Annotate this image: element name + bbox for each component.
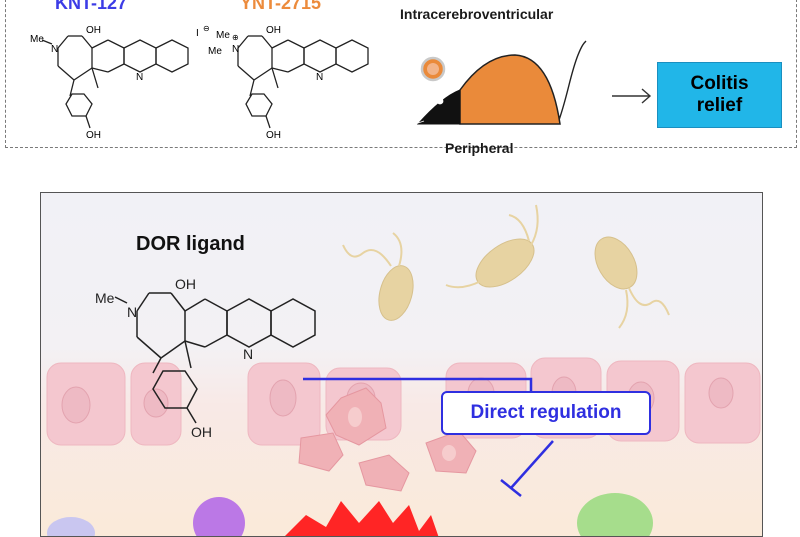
ring-nitrogen-label: N bbox=[136, 72, 143, 83]
inhibition-bar bbox=[500, 479, 522, 497]
phenol-label: OH bbox=[86, 130, 101, 141]
dor-phenol-label: OH bbox=[191, 424, 212, 440]
bacterium-2 bbox=[445, 204, 539, 289]
hydroxyl-label: OH bbox=[86, 25, 101, 36]
inflammation-burst bbox=[285, 501, 439, 536]
route-peripheral-label: Peripheral bbox=[445, 140, 514, 156]
bacterium-3 bbox=[594, 236, 670, 329]
mouse-illustration bbox=[409, 40, 587, 126]
bacterium-1 bbox=[342, 232, 414, 321]
immune-cell-1 bbox=[47, 517, 95, 536]
mouse-ear-inner bbox=[427, 63, 439, 75]
hydroxyl-label: OH bbox=[266, 25, 281, 36]
dor-ligand-title: DOR ligand bbox=[136, 233, 245, 255]
minus-charge-label: ⊖ bbox=[203, 24, 210, 33]
phenol-label: OH bbox=[266, 130, 281, 141]
mouse-body bbox=[459, 54, 561, 125]
top-panel bbox=[5, 0, 797, 148]
compound-label-knt127: KNT-127 bbox=[55, 0, 128, 13]
knt127-structure: Me N OH N OH bbox=[30, 25, 189, 141]
mouse-head bbox=[416, 89, 461, 125]
mouse-tail bbox=[557, 40, 587, 124]
compound-label-ynt2715: YNT-2715 bbox=[240, 0, 322, 13]
inhibition-arrow bbox=[510, 440, 554, 489]
outcome-box: Colitis relief bbox=[657, 62, 782, 128]
dor-hydroxyl-label: OH bbox=[175, 276, 196, 292]
dor-ring-nitrogen-label: N bbox=[243, 346, 253, 362]
arrow-icon bbox=[612, 88, 652, 104]
route-icv-label: Intracerebroventricular bbox=[400, 6, 554, 22]
dor-ligand-structure: Me N OH N OH bbox=[95, 276, 316, 440]
immune-cell-3 bbox=[577, 493, 653, 536]
outcome-line-2: relief bbox=[696, 95, 743, 116]
regulation-connector bbox=[303, 377, 533, 393]
gut-panel: Me N OH N OH DOR ligand Direct regulatio… bbox=[40, 192, 763, 537]
quaternary-nitrogen-label: N bbox=[232, 44, 239, 55]
direct-regulation-box: Direct regulation bbox=[441, 391, 651, 435]
plus-charge-label: ⊕ bbox=[232, 33, 239, 42]
dor-methyl-label: Me bbox=[95, 290, 115, 306]
mouse-eye bbox=[436, 97, 444, 105]
methyl-label-1: Me bbox=[216, 30, 230, 41]
damaged-cells bbox=[298, 387, 477, 492]
nitrogen-label: N bbox=[51, 44, 58, 55]
ynt2715-structure: I ⊖ Me Me N ⊕ OH N OH bbox=[196, 24, 369, 141]
dor-nitrogen-label: N bbox=[127, 304, 137, 320]
outcome-line-1: Colitis bbox=[690, 73, 749, 95]
ring-nitrogen-label: N bbox=[316, 72, 323, 83]
iodide-label: I bbox=[196, 28, 199, 39]
methyl-label: Me bbox=[30, 34, 44, 45]
immune-cell-2 bbox=[193, 497, 245, 536]
methyl-label-2: Me bbox=[208, 46, 222, 57]
